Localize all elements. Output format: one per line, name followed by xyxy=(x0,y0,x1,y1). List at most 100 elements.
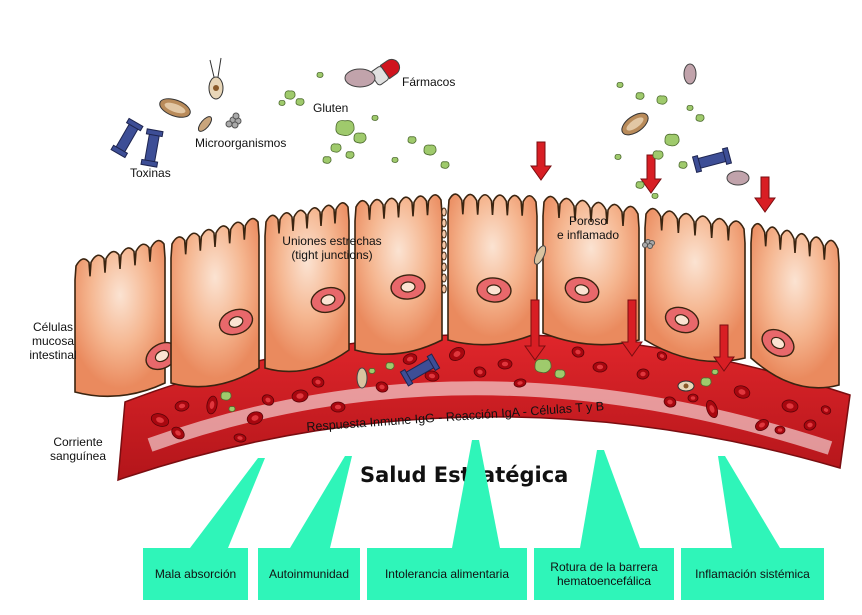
red-blood-cell-center xyxy=(406,356,414,362)
nucleus-icon xyxy=(564,276,600,304)
red-arrow-icon xyxy=(754,176,776,213)
bacterium-icon xyxy=(677,380,695,392)
red-blood-cell-center xyxy=(690,396,696,400)
red-blood-cell-center xyxy=(175,430,181,436)
red-blood-cell-center xyxy=(575,349,581,355)
junction-dot xyxy=(441,284,447,294)
tablet-icon xyxy=(344,68,376,88)
red-blood-cell-center xyxy=(738,389,746,395)
junction-dot xyxy=(441,273,447,283)
red-blood-cell-icon xyxy=(687,393,699,403)
gluten-particle-icon xyxy=(295,98,305,106)
nucleolus xyxy=(400,281,416,293)
red-blood-cell-center xyxy=(596,364,604,370)
red-blood-cell-center xyxy=(786,403,794,409)
label-poroso-inflamado: Poroso e inflamado xyxy=(548,214,628,242)
intestinal-cell xyxy=(644,207,746,363)
label-uniones-estrechas: Uniones estrechas (tight junctions) xyxy=(262,234,402,262)
red-blood-cell-icon xyxy=(636,368,650,380)
tablet-icon xyxy=(683,63,697,85)
nucleolus xyxy=(674,314,690,326)
gluten-particle-icon xyxy=(335,120,355,136)
outcome-intolerancia-alimentaria: Intolerancia alimentaria xyxy=(367,548,527,600)
gluten-particle-icon xyxy=(228,406,236,412)
gluten-particle-icon xyxy=(711,369,719,375)
gluten-particle-icon xyxy=(423,144,437,156)
gluten-particle-icon xyxy=(652,150,664,160)
gluten-particle-icon xyxy=(614,154,622,160)
red-blood-cell-center xyxy=(428,373,436,379)
red-blood-cell-center xyxy=(334,404,342,410)
bacterium-icon xyxy=(621,112,649,136)
page-title: Salud Estratégica xyxy=(360,463,569,487)
red-blood-cell-icon xyxy=(375,381,389,393)
red-blood-cell-center xyxy=(640,371,646,377)
red-blood-cell-icon xyxy=(820,405,832,415)
toxin-molecules xyxy=(110,117,733,387)
red-blood-cell-center xyxy=(296,393,304,399)
gluten-particle-icon xyxy=(322,156,332,164)
red-blood-cell-center xyxy=(265,397,271,403)
bacterium-icon xyxy=(533,245,547,265)
gluten-particle-icon xyxy=(391,157,399,163)
toxin-cap xyxy=(110,144,129,159)
red-blood-cell-icon xyxy=(733,385,751,399)
nucleolus xyxy=(486,284,502,296)
gluten-particle-icon xyxy=(385,362,395,370)
red-blood-cell-center xyxy=(759,422,765,428)
junction-dot xyxy=(441,251,447,261)
label-microorganismos: Microorganismos xyxy=(195,136,287,150)
red-blood-cell-center xyxy=(251,415,259,421)
red-blood-cell-center xyxy=(807,422,813,428)
red-blood-cell-icon xyxy=(291,389,309,403)
red-blood-cell-icon xyxy=(402,353,418,365)
junction-dot xyxy=(441,207,447,217)
gluten-particle-icon xyxy=(534,358,552,374)
nucleus-icon xyxy=(761,328,795,358)
toxin-cap xyxy=(426,353,441,372)
gluten-particle-icon xyxy=(353,132,367,144)
bacterium-icon xyxy=(208,57,224,100)
junction-dot xyxy=(441,262,447,272)
label-celulas-line2: mucosa xyxy=(31,334,75,348)
red-blood-cell-center xyxy=(379,384,385,390)
toxin-molecule-icon xyxy=(399,353,441,387)
red-blood-cell-center xyxy=(453,351,461,357)
red-blood-cell-icon xyxy=(656,351,668,361)
toxin-cap xyxy=(721,147,733,165)
intestinal-cell xyxy=(447,193,538,346)
red-blood-cell-center xyxy=(777,428,783,432)
label-corriente-line1: Corriente xyxy=(53,435,103,449)
red-blood-cell-icon xyxy=(330,401,346,413)
cocci-cluster-icon xyxy=(642,239,655,249)
gluten-particle-icon xyxy=(635,92,645,100)
label-gluten: Gluten xyxy=(313,101,349,115)
red-blood-cell-center xyxy=(237,436,243,440)
red-blood-cell-center xyxy=(178,403,186,409)
toxin-molecule-icon xyxy=(691,147,733,173)
label-celulas-line3: intestinal xyxy=(29,348,77,362)
red-blood-cell-icon xyxy=(803,419,817,431)
intestinal-cells xyxy=(74,193,840,398)
red-blood-cell-icon xyxy=(206,395,218,415)
intestinal-cell xyxy=(264,202,350,373)
red-blood-cell-center xyxy=(517,381,523,385)
red-blood-cell-center xyxy=(823,408,829,412)
gluten-particle-icon xyxy=(635,181,645,189)
tablet-icon xyxy=(726,170,750,186)
gluten-particle-icon xyxy=(368,368,376,374)
gluten-particle-icon xyxy=(678,161,688,169)
red-blood-cell-icon xyxy=(774,425,786,435)
nucleus-icon xyxy=(664,306,700,334)
bacterium-icon xyxy=(356,367,368,389)
toxin-cap xyxy=(125,117,144,132)
red-blood-cell-icon xyxy=(473,366,487,378)
gluten-particle-icon xyxy=(345,151,355,159)
red-blood-cell-icon xyxy=(311,376,325,388)
gluten-particle-icon xyxy=(371,115,379,121)
gluten-particle-icon xyxy=(686,105,694,111)
junction-dot xyxy=(441,218,447,228)
junction-dot xyxy=(441,240,447,250)
red-blood-cell-center xyxy=(709,405,715,413)
